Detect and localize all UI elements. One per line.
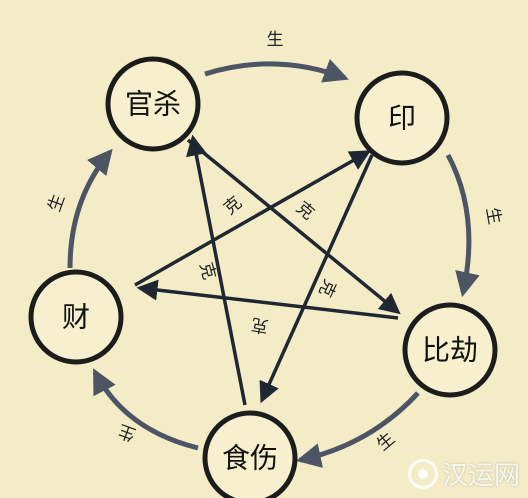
node-shishang: 食伤	[202, 410, 298, 498]
node-bijie-label: 比劫	[422, 334, 478, 367]
ke-arrow-bijie-to-cai	[136, 279, 399, 320]
sheng-label-left: 生	[45, 192, 70, 215]
ke-label-2: 克	[292, 198, 318, 224]
sheng-arrow-bijie-to-shishang	[295, 391, 420, 468]
sheng-label-bottom-right: 生	[373, 429, 399, 455]
ke-arrow-cai-to-yin	[134, 150, 372, 287]
node-guansha: 官杀	[105, 56, 201, 152]
sheng-arrow-guansha-to-yin	[204, 59, 349, 83]
ke-label-5: 克	[250, 314, 270, 337]
ke-arrow-shishang-to-guansha	[186, 134, 247, 406]
ke-label-3: 克	[195, 260, 219, 282]
node-bijie: 比劫	[402, 302, 498, 398]
sheng-arrow-cai-to-guansha	[67, 148, 113, 269]
node-guansha-label: 官杀	[125, 88, 181, 121]
watermark: 汉运网	[407, 455, 520, 492]
watermark-logo-icon	[407, 458, 438, 489]
node-shishang-label: 食伤	[222, 442, 278, 475]
sheng-label-top: 生	[267, 30, 284, 50]
ke-label-1: 克	[220, 193, 246, 219]
node-yin-label: 印	[388, 102, 416, 135]
watermark-text: 汉运网	[441, 461, 520, 491]
sheng-arrow-yin-to-bijie	[445, 153, 480, 298]
node-cai: 财	[28, 269, 124, 365]
node-yin: 印	[354, 70, 450, 166]
sheng-label-bottom-left: 生	[116, 420, 139, 445]
ke-arrow-guansha-to-bijie	[186, 138, 401, 315]
node-cai-label: 财	[62, 301, 90, 334]
sheng-label-right: 生	[482, 206, 505, 226]
ke-arrow-yin-to-shishang	[259, 154, 374, 404]
ke-label-4: 克	[314, 276, 339, 300]
sheng-arrow-shishang-to-cai	[92, 368, 199, 451]
